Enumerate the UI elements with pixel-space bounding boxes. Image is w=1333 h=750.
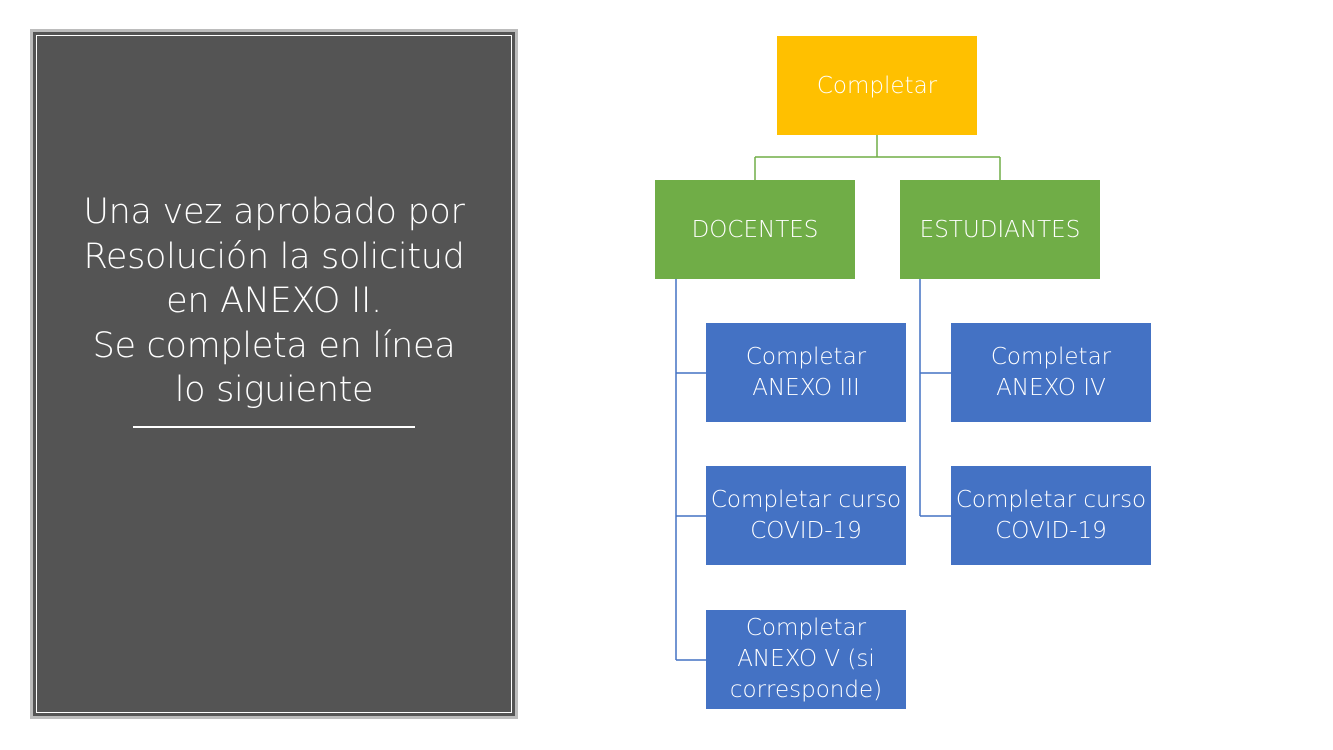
estudiantes-label: ESTUDIANTES	[919, 216, 1081, 243]
docentes-task-anexo-iii-label: Completar ANEXO III	[745, 343, 867, 401]
completar-root-node: Completar	[777, 36, 977, 135]
estudiantes-task-curso-covid-label: Completar curso COVID-19	[955, 486, 1147, 544]
intro-line-4: Se completa en línea	[92, 325, 456, 366]
intro-line-5: lo siguiente	[174, 370, 374, 410]
root-to-categories-connector	[754, 135, 1001, 180]
docentes-node: DOCENTES	[655, 180, 855, 279]
intro-panel-inner-border	[36, 35, 512, 713]
intro-divider	[133, 426, 415, 428]
estudiantes-task-anexo-iv-label: Completar ANEXO IV	[990, 343, 1112, 401]
intro-line-1: Una vez aprobado por	[83, 192, 465, 232]
estudiantes-task-connector	[919, 279, 951, 517]
docentes-task-curso-covid-label: Completar curso COVID-19	[710, 486, 902, 544]
estudiantes-task-curso-covid: Completar curso COVID-19	[951, 466, 1151, 565]
intro-panel: Una vez aprobado por Resolución la solic…	[30, 29, 518, 719]
intro-line-3: en ANEXO II.	[166, 281, 382, 321]
intro-line-2: Resolución la solicitud	[83, 236, 465, 277]
docentes-task-connector	[675, 279, 706, 661]
docentes-label: DOCENTES	[691, 216, 819, 243]
docentes-task-anexo-v: Completar ANEXO V (si corresponde)	[706, 610, 906, 709]
docentes-task-anexo-iii: Completar ANEXO III	[706, 323, 906, 422]
intro-text: Una vez aprobado por Resolución la solic…	[53, 190, 495, 413]
completar-root-label: Completar	[816, 72, 938, 99]
docentes-task-anexo-v-label: Completar ANEXO V (si corresponde)	[729, 615, 883, 703]
estudiantes-task-anexo-iv: Completar ANEXO IV	[951, 323, 1151, 422]
docentes-task-curso-covid: Completar curso COVID-19	[706, 466, 906, 565]
estudiantes-node: ESTUDIANTES	[900, 180, 1100, 279]
